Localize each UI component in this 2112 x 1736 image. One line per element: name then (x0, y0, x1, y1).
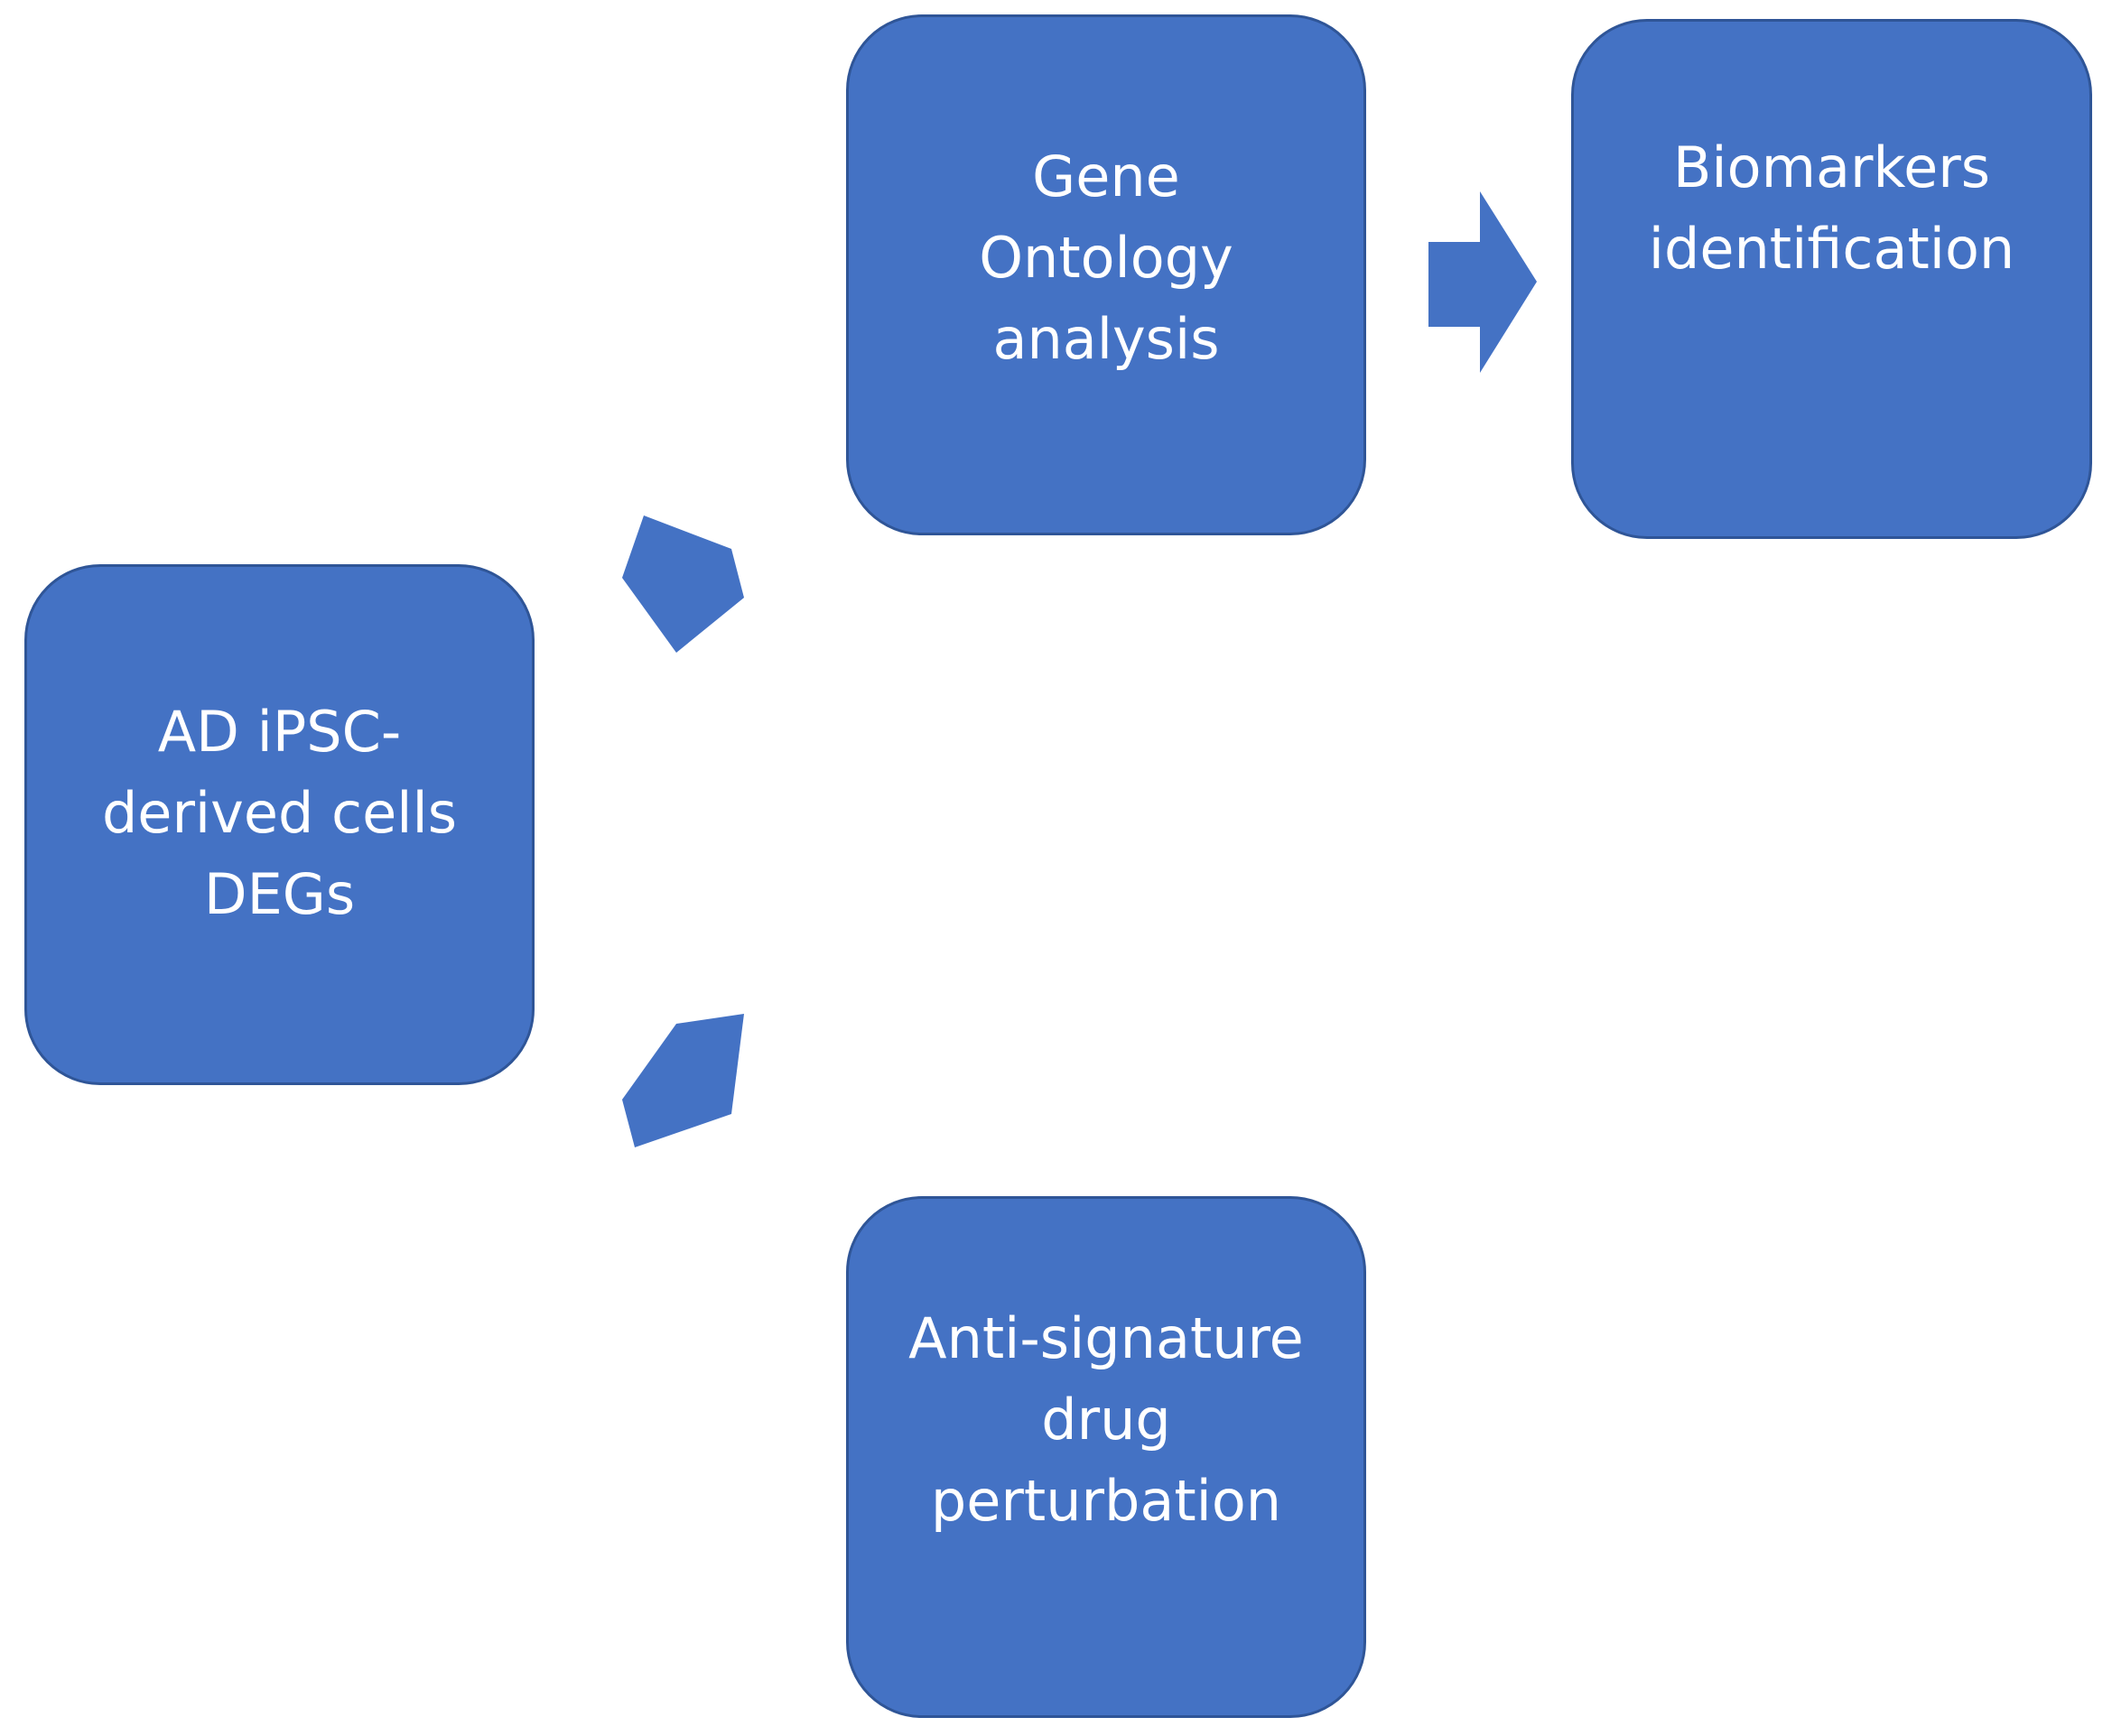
arrow-gene-ontology-to-biomarkers (1428, 191, 1537, 373)
anti-signature-node-box: Anti-signature drug perturbation (846, 1196, 1366, 1718)
anti-signature-node-label: Anti-signature drug perturbation (908, 1305, 1304, 1534)
biomarkers-node-label: Biomarkers identification (1648, 135, 2015, 282)
gene-ontology-node-label: Gene Ontology analysis (979, 143, 1233, 372)
gene-ontology-node-box: Gene Ontology analysis (846, 14, 1366, 535)
source-node-label: AD iPSC- derived cells DEGs (101, 698, 458, 927)
arrow-source-to-gene-ontology (622, 515, 744, 653)
arrow-source-to-anti-signature (622, 1014, 744, 1147)
biomarkers-node-box: Biomarkers identification (1571, 19, 2092, 539)
source-node-box: AD iPSC- derived cells DEGs (24, 564, 535, 1085)
